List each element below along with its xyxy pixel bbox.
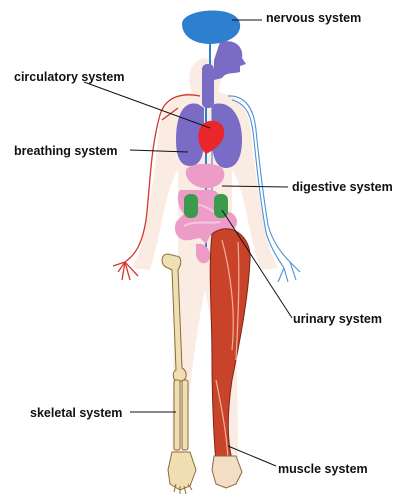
trachea-icon: [202, 64, 214, 108]
label-nervous-system: nervous system: [266, 11, 361, 25]
label-muscle-system: muscle system: [278, 462, 368, 476]
label-digestive-system: digestive system: [292, 180, 393, 194]
label-breathing-system: breathing system: [14, 144, 118, 158]
label-skeletal-system: skeletal system: [30, 406, 122, 420]
brain-icon: [182, 10, 240, 44]
label-urinary-system: urinary system: [293, 312, 382, 326]
label-circulatory-system: circulatory system: [14, 70, 124, 84]
head-profile-icon: [214, 41, 246, 80]
leg-muscles-icon: [210, 229, 250, 488]
